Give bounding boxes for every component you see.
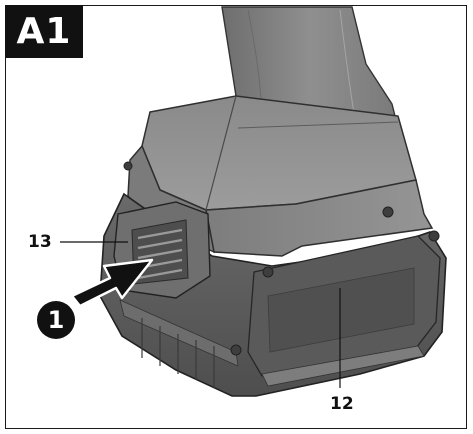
callout-latch-number: 13 bbox=[28, 232, 52, 252]
leader-lines bbox=[60, 241, 341, 388]
figure-frame bbox=[5, 5, 467, 429]
figure-badge: A1 bbox=[5, 5, 83, 58]
callout-battery-number: 12 bbox=[330, 394, 354, 414]
push-arrow-icon bbox=[70, 258, 154, 308]
circled-number-icon: 1 bbox=[37, 301, 75, 339]
